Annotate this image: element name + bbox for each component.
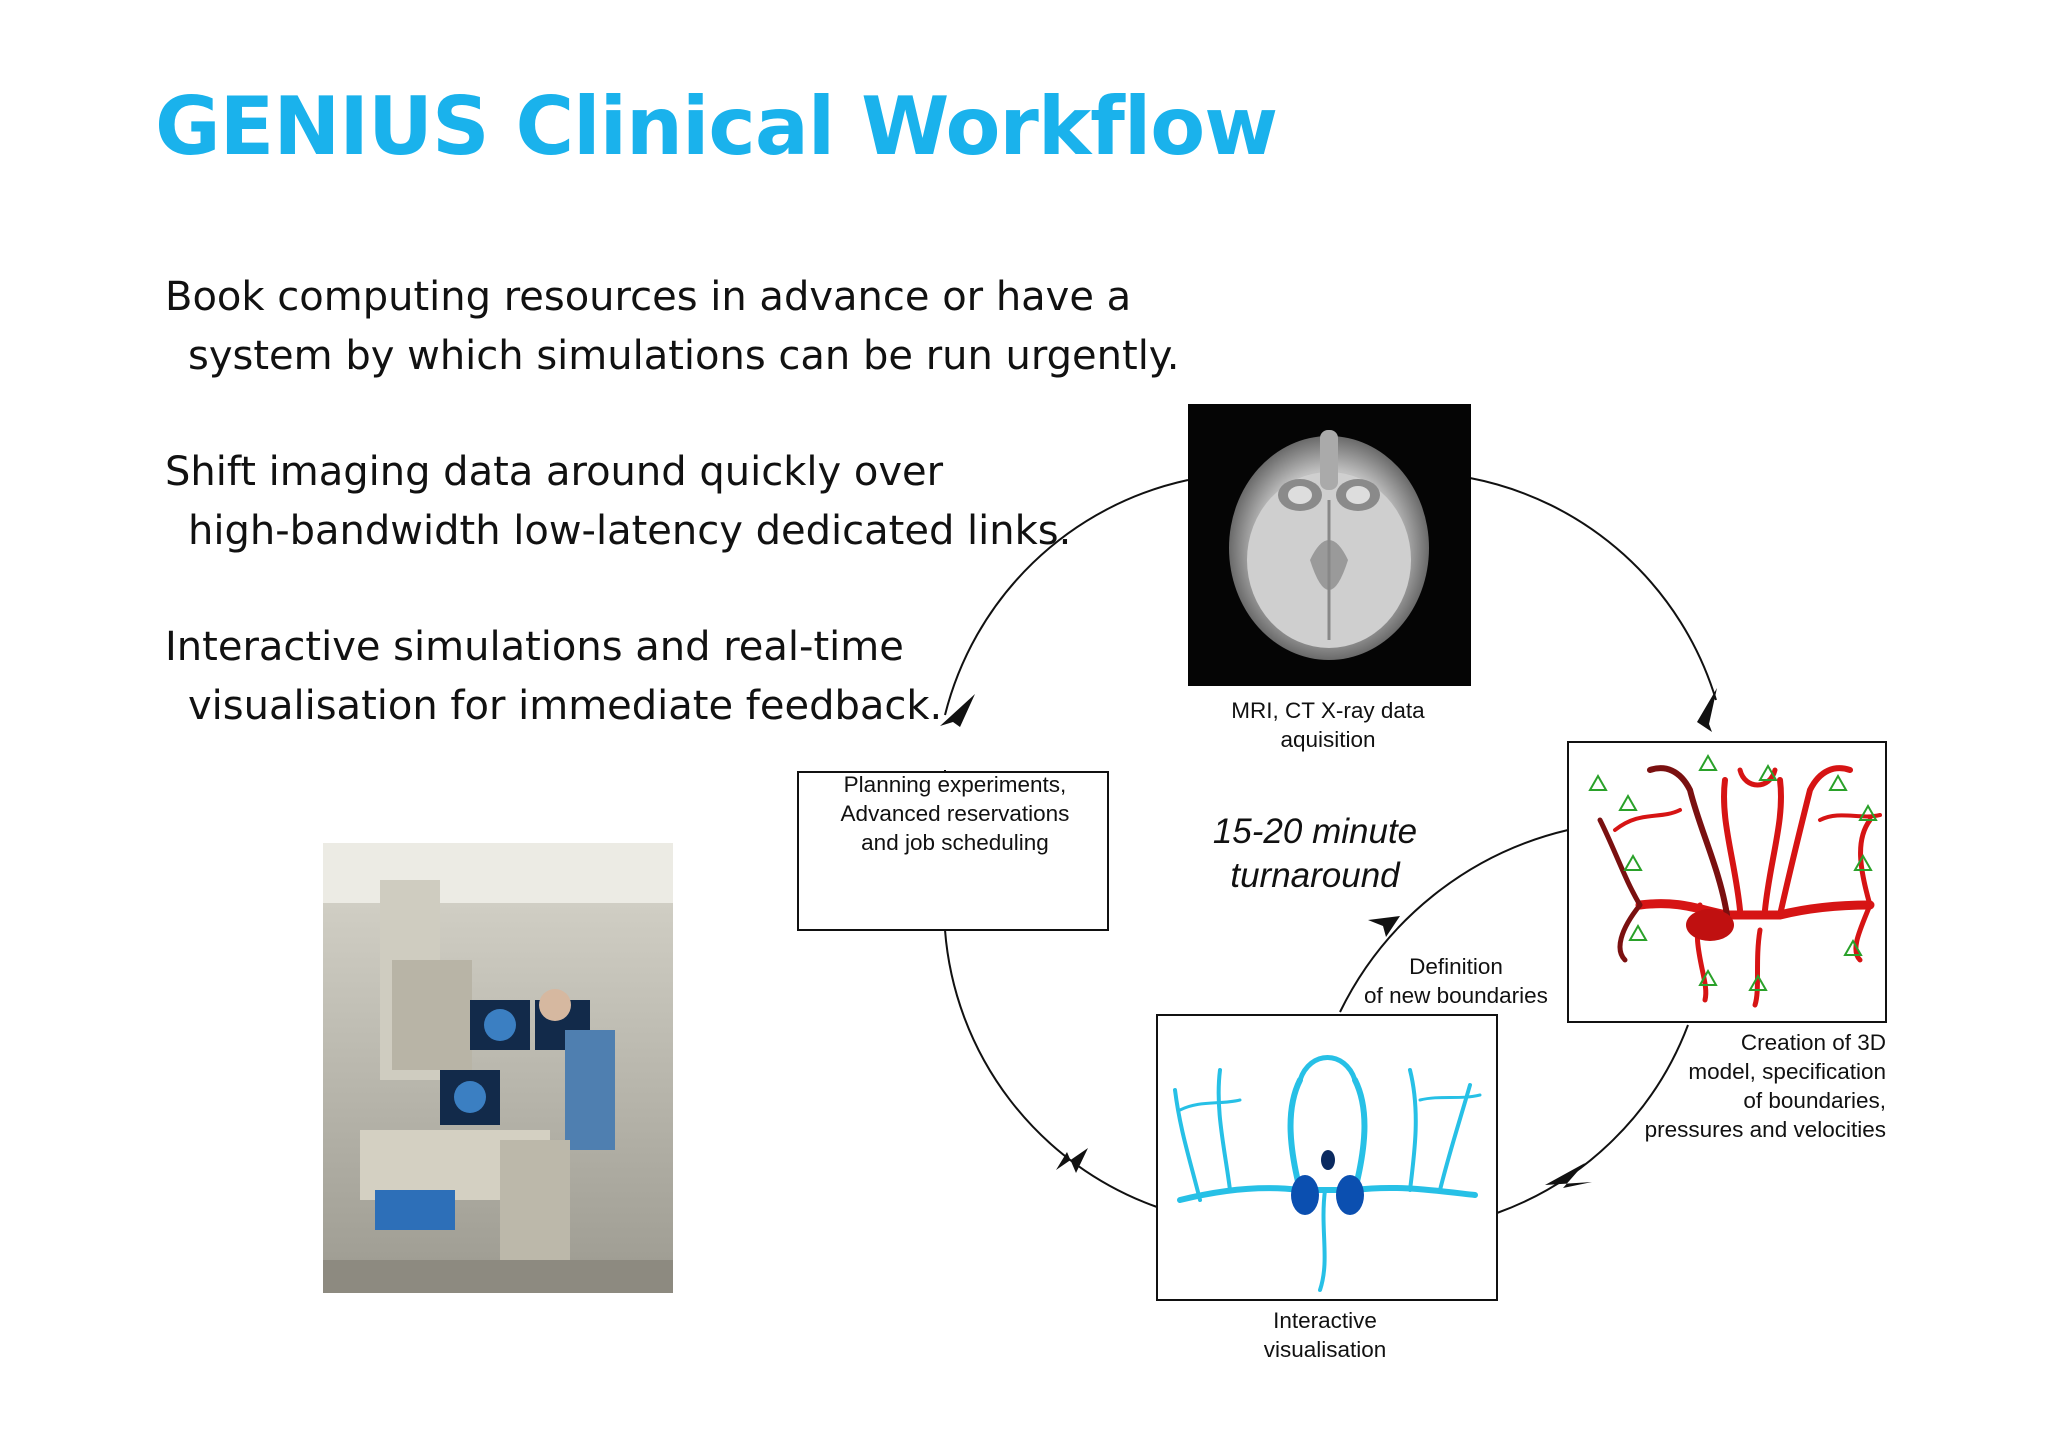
- turnaround-line: 15-20 minute: [1212, 812, 1418, 851]
- bullet-line: Shift imaging data around quickly over: [165, 449, 944, 495]
- bullet-line: Book computing resources in advance or h…: [165, 274, 1132, 320]
- visualisation-image: [1173, 1055, 1482, 1292]
- arrow-to-mri-icon: [940, 694, 975, 727]
- arrow-definition-icon: [1368, 916, 1400, 937]
- bullet-interactive: Interactive simulations and real-time vi…: [165, 618, 1245, 736]
- planning-box: [797, 771, 1109, 931]
- boundary-markers: [1588, 753, 1878, 991]
- operating-room-photo: [323, 843, 673, 1293]
- arrow-to-planning-icon: [1056, 1148, 1088, 1173]
- turnaround-line: turnaround: [1230, 856, 1400, 895]
- arrow-to-model-icon: [1697, 688, 1717, 732]
- bullet-line: high-bandwidth low-latency dedicated lin…: [188, 508, 1072, 554]
- definition-caption: Definition of new boundaries: [1346, 952, 1566, 1010]
- caption-line: visualisation: [1263, 1337, 1387, 1362]
- bullet-imaging: Shift imaging data around quickly over h…: [165, 443, 1245, 561]
- visualisation-caption: Interactive visualisation: [1220, 1306, 1430, 1364]
- caption-line: of new boundaries: [1364, 983, 1548, 1008]
- caption-line: MRI, CT X-ray data: [1231, 698, 1425, 723]
- model-caption: Creation of 3D model, specification of b…: [1600, 1028, 1886, 1144]
- caption-line: model, specification: [1688, 1059, 1886, 1084]
- caption-line: aquisition: [1280, 727, 1376, 752]
- caption-line: and job scheduling: [861, 830, 1049, 855]
- turnaround-label: 15-20 minute turnaround: [1170, 810, 1460, 898]
- caption-line: Interactive: [1273, 1308, 1377, 1333]
- caption-line: pressures and velocities: [1644, 1117, 1886, 1142]
- bullet-booking: Book computing resources in advance or h…: [165, 268, 1245, 386]
- mri-scan-image: [1188, 404, 1471, 686]
- bullet-line: system by which simulations can be run u…: [188, 333, 1180, 379]
- caption-line: Planning experiments,: [843, 772, 1067, 797]
- caption-line: Advanced reservations: [840, 801, 1070, 826]
- mri-caption: MRI, CT X-ray data aquisition: [1218, 696, 1438, 754]
- caption-line: of boundaries,: [1743, 1088, 1886, 1113]
- arrow-to-vis-icon: [1545, 1163, 1592, 1188]
- caption-line: Definition: [1409, 954, 1503, 979]
- vessel-model-image: [1597, 765, 1882, 1008]
- planning-box-text: Planning experiments, Advanced reservati…: [800, 770, 1110, 857]
- caption-line: Creation of 3D: [1740, 1030, 1886, 1055]
- inner-arc: [1339, 829, 1569, 1013]
- bullet-line: Interactive simulations and real-time: [165, 624, 904, 670]
- slide-title: GENIUS Clinical Workflow: [155, 80, 1278, 173]
- bullet-line: visualisation for immediate feedback.: [188, 683, 943, 729]
